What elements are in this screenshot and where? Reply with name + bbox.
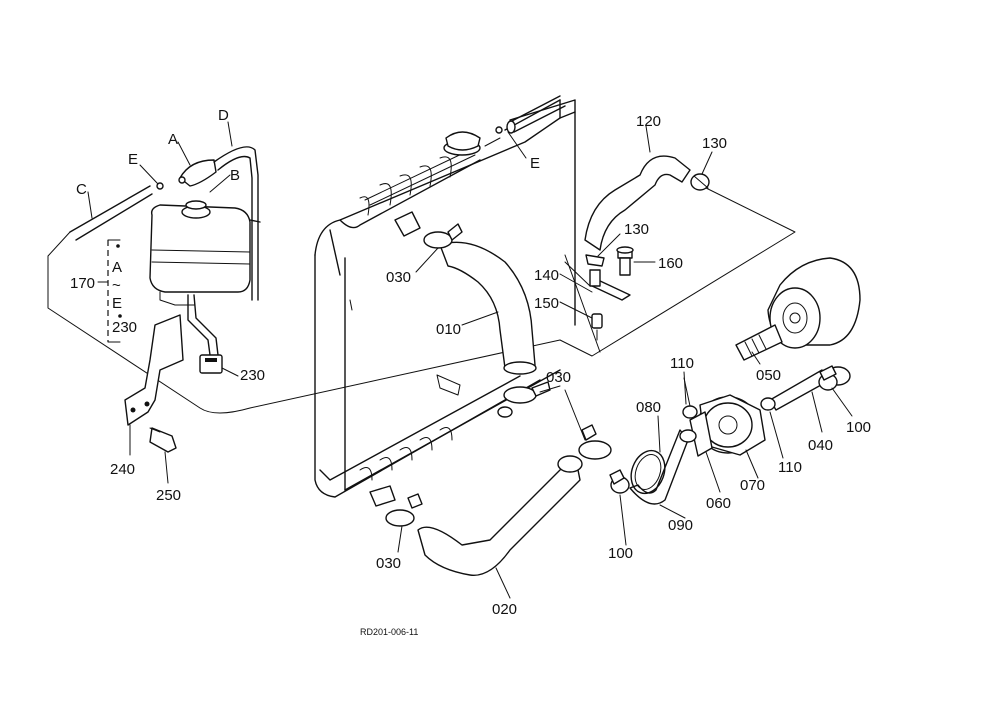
- label-E-left: E: [128, 151, 138, 168]
- clamp-110-right: [760, 397, 776, 411]
- label-080: 080: [636, 399, 661, 416]
- clamp-130-lower: [585, 254, 605, 267]
- tank-hose-c: [69, 182, 164, 241]
- reserve-tank: [149, 204, 251, 306]
- o-ring-080: [630, 449, 666, 495]
- pipe-040: [769, 366, 851, 411]
- hose-120: [584, 155, 691, 251]
- label-090: 090: [668, 517, 693, 534]
- label-030-a: 030: [386, 269, 411, 286]
- overflow-hose-d: [213, 146, 261, 301]
- drawing-code: RD201-006-11: [360, 627, 418, 637]
- tank-bracket-240: [124, 314, 184, 426]
- label-E-right: E: [530, 155, 540, 172]
- clamp-130-top: [690, 173, 710, 191]
- cooler-body-060: [689, 411, 713, 457]
- label-D: D: [218, 107, 229, 124]
- label-010: 010: [436, 321, 461, 338]
- fitting-150: [591, 313, 603, 341]
- label-110-a: 110: [670, 355, 694, 372]
- label-230-b: 230: [240, 367, 265, 384]
- label-C: C: [76, 181, 87, 198]
- vent-hose-e: [495, 95, 566, 134]
- label-060: 060: [706, 495, 731, 512]
- group-boundary-line-right: [559, 184, 796, 357]
- hose-090: [629, 429, 697, 505]
- clamp-030-middle: [497, 381, 551, 418]
- upper-radiator-neck: [394, 211, 421, 237]
- label-050: 050: [756, 367, 781, 384]
- label-B: B: [230, 167, 240, 184]
- leader-line: [564, 261, 591, 287]
- label-120: 120: [636, 113, 661, 130]
- label-140: 140: [534, 267, 559, 284]
- label-130-a: 130: [702, 135, 727, 152]
- label-070: 070: [740, 477, 765, 494]
- fitting-140: [589, 269, 631, 301]
- label-range-tilde: ~: [112, 277, 121, 294]
- clamp-030-lower-left: [369, 485, 423, 527]
- clamp-100-right: [818, 365, 838, 391]
- tank-cap: [178, 159, 217, 219]
- label-240: 240: [110, 461, 135, 478]
- label-100-b: 100: [608, 545, 633, 562]
- radiator-cap: [443, 131, 501, 156]
- lower-hose-020: [417, 455, 583, 576]
- label-130-b: 130: [624, 221, 649, 238]
- bolt-250: [149, 427, 177, 453]
- clamp-100-left: [609, 469, 630, 494]
- label-030-c: 030: [376, 555, 401, 572]
- bolt-160: [616, 246, 634, 276]
- label-030-b: 030: [546, 369, 571, 386]
- group-boundary-inner: [564, 254, 601, 353]
- label-250: 250: [156, 487, 181, 504]
- label-range-A: A: [112, 259, 122, 276]
- filter-nipple: [735, 324, 783, 361]
- label-110-b: 110: [778, 459, 802, 476]
- radiator-core: [314, 99, 576, 498]
- label-150: 150: [534, 295, 559, 312]
- oil-filter-050: [767, 257, 861, 349]
- clamp-030-lower-right: [578, 424, 612, 460]
- label-range-E: E: [112, 295, 122, 312]
- label-160: 160: [658, 255, 683, 272]
- label-230-a: 230: [112, 319, 137, 336]
- label-020: 020: [492, 601, 517, 618]
- level-sensor-230: [187, 294, 223, 374]
- group-boundary-line: [47, 231, 561, 414]
- label-100-a: 100: [846, 419, 871, 436]
- label-040: 040: [808, 437, 833, 454]
- leader-lines: [87, 121, 853, 599]
- label-170: 170: [70, 275, 95, 292]
- upper-hose-010: [439, 241, 537, 375]
- label-A: A: [168, 131, 178, 148]
